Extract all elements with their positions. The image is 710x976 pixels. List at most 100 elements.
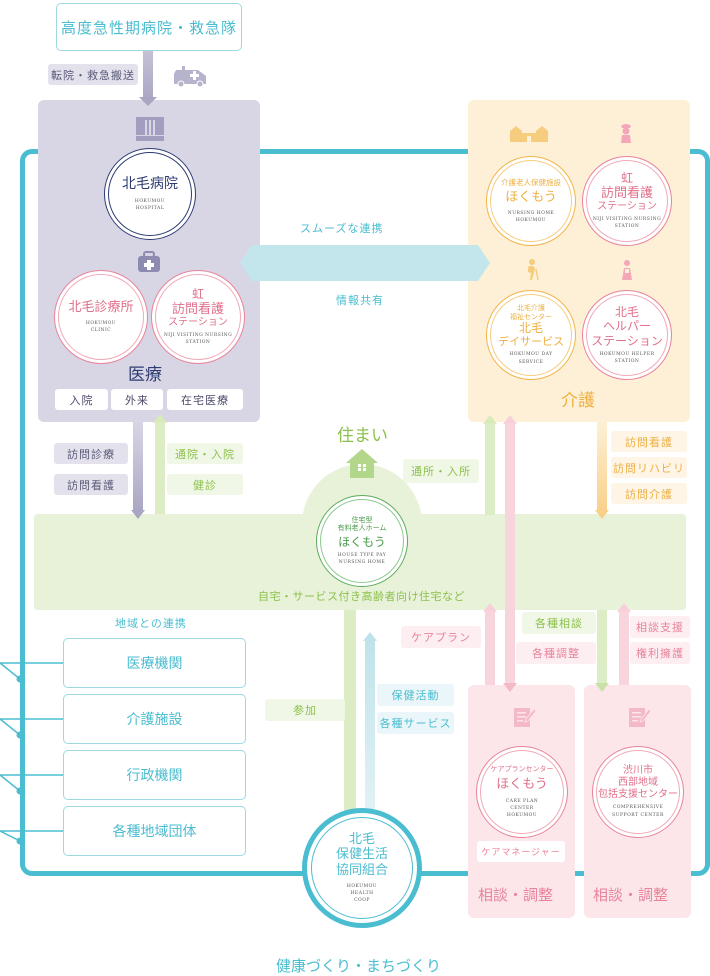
careplan-center-hokumou-circle[interactable]: ケアプランセンター ほくもう CARE PLAN CENTER HOKUMOU (476, 746, 568, 838)
coop-footer-title: 健康づくり・まちづくり (276, 957, 442, 975)
care-up-green-arrowhead (483, 415, 497, 424)
label-text: 各種調整 (532, 647, 580, 660)
various-coordination-label: 各種調整 (516, 642, 596, 664)
label-text: 各種サービス (379, 717, 452, 730)
care-panel (468, 100, 690, 422)
coop-activity-arrow (365, 640, 375, 822)
tag-home-care: 在宅医療 (167, 389, 243, 410)
support-panel-title: 相談・調整 (593, 886, 669, 904)
label-text: 権利擁護 (636, 647, 684, 660)
housing-hokumou-circle[interactable]: 住宅型 有料老人ホーム ほくもう HOUSE TYPE PAY NURSING … (316, 495, 408, 587)
label-text: 訪問リハビリ (613, 461, 685, 475)
careplan-down-arrowhead (503, 683, 517, 692)
careplan-panel-title: 相談・調整 (478, 886, 554, 904)
connector-dot (16, 675, 24, 683)
label-text: ケアプラン (411, 631, 471, 644)
support-up-arrowhead (617, 603, 631, 612)
connector-line (0, 830, 63, 842)
transfer-label: 転院・救急搬送 (48, 64, 138, 85)
medical-up-arrow (155, 422, 165, 514)
careplan-up-pink-arrow (505, 423, 515, 685)
ambulance-icon (170, 64, 210, 88)
connector-dot (16, 837, 24, 845)
tag-inpatient: 入院 (55, 389, 108, 410)
support-up-arrow (619, 611, 629, 685)
housing-title: 住まい (337, 426, 388, 446)
region-item-care-facilities: 介護施設 (63, 694, 246, 744)
medical-down-arrowhead (131, 510, 145, 519)
acute-hospital-box: 高度急性期病院・救急隊 (56, 3, 242, 51)
various-consultation-label: 各種相談 (522, 612, 596, 634)
nursing-home-hokumou-circle[interactable]: 介護老人保健施設 ほくもう NURSING HOME HOKUMOU (486, 156, 576, 246)
careplan-up-arrowhead (483, 603, 497, 612)
region-item-label: 各種地域団体 (112, 824, 197, 840)
daycare-admission-label: 通所・入所 (403, 459, 479, 483)
smooth-link-label: スムーズな連携 (300, 222, 384, 235)
acute-hospital-label: 高度急性期病院・救急隊 (60, 18, 237, 37)
label-text: 訪問看護 (67, 478, 115, 492)
label-text: 通所・入所 (411, 465, 471, 478)
home-care-label: 訪問介護 (611, 483, 687, 504)
medical-kit-icon (137, 251, 161, 273)
housing-caption: 自宅・サービス付き高齢者向け住宅など (258, 590, 465, 603)
label-text: 訪問看護 (625, 435, 673, 449)
home-visit-medical-label: 訪問診療 (54, 443, 128, 464)
hokumou-hospital-circle[interactable]: 北毛病院 HOKUMOU HOSPITAL (104, 148, 196, 240)
care-manager-text: ケアマネージャー (481, 848, 561, 858)
careplan-label: ケアプラン (401, 626, 481, 648)
niji-nursing-station-care-circle[interactable]: 虹 訪問看護 ステーション NIJI VISITING NURSING STAT… (582, 156, 672, 246)
comprehensive-support-center-circle[interactable]: 渋川市 西部地域 包括支援センター COMPREHENSIVE SUPPORT … (592, 746, 684, 838)
document-edit-icon (512, 705, 536, 729)
tag-outpatient: 外来 (111, 389, 163, 410)
label-text: 相談支援 (636, 621, 684, 634)
care-down-arrow (597, 422, 607, 512)
hokumou-clinic-circle[interactable]: 北毛診療所 HOKUMOU CLINIC (54, 270, 148, 364)
support-down-arrowhead (595, 683, 609, 692)
region-item-community-groups: 各種地域団体 (63, 806, 246, 856)
tag-text: 外来 (125, 393, 149, 407)
label-text: 健診 (193, 478, 217, 492)
label-text: 通院・入院 (175, 447, 235, 461)
transfer-label-text: 転院・救急搬送 (51, 68, 135, 82)
medical-up-arrowhead (153, 414, 167, 423)
care-down-arrowhead (595, 510, 609, 519)
link-double-arrow (240, 245, 490, 281)
consultation-support-label: 相談支援 (630, 616, 690, 638)
checkup-label: 健診 (167, 474, 243, 495)
coop-up-arrowhead (363, 632, 377, 641)
health-activity-label: 保健活動 (377, 684, 454, 706)
care-up-pink-arrowhead (503, 415, 517, 424)
tag-text: 入院 (69, 393, 94, 407)
home-rehab-label: 訪問リハビリ (611, 457, 687, 478)
hokumou-day-service-circle[interactable]: 北毛介護 福祉センター 北毛 デイサービス HOKUMOU DAY SERVIC… (486, 290, 576, 380)
medical-title: 医療 (128, 365, 162, 385)
coop-participation-arrow (344, 610, 356, 822)
hokumou-helper-station-circle[interactable]: 北毛 ヘルパー ステーション HOKUMOU HELPER STATION (582, 290, 672, 380)
hokumou-health-coop-circle[interactable]: 北毛 保健生活 協同組合 HOKUMOU HEALTH COOP (302, 808, 422, 928)
label-text: 各種相談 (535, 617, 583, 630)
region-connectors (0, 662, 63, 845)
careplan-up-arrow (485, 611, 495, 685)
elderly-walker-icon (524, 259, 540, 281)
care-title: 介護 (561, 391, 595, 411)
home-nursing-label: 訪問看護 (611, 431, 687, 452)
care-up-green-arrow (485, 423, 495, 515)
label-text: 保健活動 (391, 689, 440, 702)
label-text: 訪問診療 (67, 447, 115, 461)
outpatient-inpatient-label: 通院・入院 (167, 443, 243, 464)
medical-down-arrow (133, 422, 143, 512)
rights-advocacy-label: 権利擁護 (630, 642, 690, 664)
region-item-label: 医療機関 (126, 656, 183, 672)
connector-line (0, 718, 63, 736)
region-item-label: 行政機関 (126, 768, 183, 784)
label-text: 訪問介護 (625, 487, 673, 501)
transfer-arrow (143, 51, 153, 101)
home-visit-nursing-label: 訪問看護 (54, 474, 128, 495)
region-link-title: 地域との連携 (115, 617, 187, 630)
care-manager-tag: ケアマネージャー (477, 841, 565, 862)
niji-nursing-station-medical-circle[interactable]: 虹 訪問看護 ステーション NIJI VISITING NURSING STAT… (151, 270, 245, 364)
region-item-government: 行政機関 (63, 750, 246, 800)
nursing-home-icon (508, 125, 550, 143)
connector-line (0, 662, 63, 680)
house-icon (344, 447, 380, 479)
